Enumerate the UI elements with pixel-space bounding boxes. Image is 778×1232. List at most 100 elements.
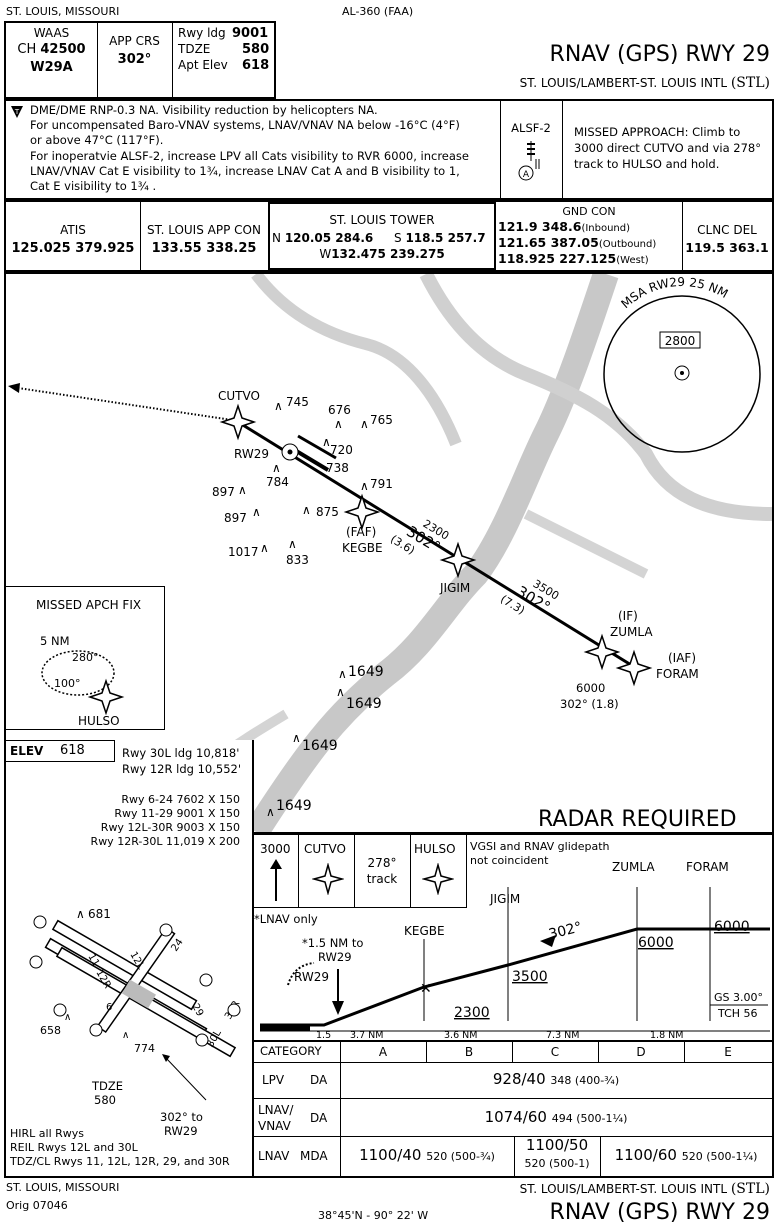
fix-kegbe: KEGBE [342,541,383,555]
obstacle: 765 [370,413,393,427]
prof-track2: track [366,872,398,886]
svg-text:∧: ∧ [336,685,345,699]
obstacle: 1017 [228,545,259,559]
atis-label: ATIS [60,223,86,237]
minima-table: CATEGORY A B C D E LPV DA 928/40 348 (40… [252,1040,774,1178]
svg-text:∧: ∧ [122,1030,129,1041]
rwy-12l-30r: Rwy 12L-30R 9003 X 150 [100,821,240,834]
svg-text:∧: ∧ [76,907,85,921]
svg-text:1.8 NM: 1.8 NM [650,1030,683,1041]
iaf-label: (IAF) [668,651,696,665]
svg-text:∧: ∧ [64,1012,71,1023]
gnd-freq-2: 121.65 387.05 [498,235,599,250]
svg-text:✕: ✕ [420,981,432,997]
elev-label: ELEV [10,744,44,758]
svg-text:∧: ∧ [252,505,261,519]
apt-elev-value: 618 [242,58,270,73]
lpv-main: 928/40 [492,1070,546,1088]
airport-name: ST. LOUIS/LAMBERT-ST. LOUIS INTL (STL) [519,75,770,91]
apt-elev-label: Apt Elev [178,58,228,72]
obstacle: 1649 [348,664,384,680]
obstacle: 1649 [276,798,312,814]
obstacle: 1649 [302,738,338,754]
up-arrow-icon [270,859,282,901]
obstacle: 745 [286,395,309,409]
svg-text:∧: ∧ [238,483,247,497]
note-line-6: Cat E visibility to 1¾ . [30,179,157,193]
obstacle: 791 [370,477,393,491]
alt-2300: 2300 [454,1005,490,1021]
rwy-ldg-value: 9001 [232,26,269,41]
obs-681: 681 [88,907,111,921]
prof-kegbe: KEGBE [404,924,445,938]
app-con-freq: 133.55 338.25 [151,241,257,256]
tch: TCH 56 [717,1007,758,1020]
tdze-value-ad: 580 [94,1093,116,1107]
svg-text:7.3 NM: 7.3 NM [546,1030,579,1041]
gnd-freq-1: 121.9 348.6 [498,219,582,234]
hold-alt: 3000 [260,842,291,856]
prof-jigim: JIGIM [489,892,520,906]
tower-n: 120.05 284.6 [284,231,374,245]
hulso-fix-icon [422,863,454,895]
svg-text:3.6 NM: 3.6 NM [444,1030,477,1041]
vgsi-1: VGSI and RNAV glidepath [470,840,610,853]
fix-zumla: ZUMLA [610,625,653,639]
cat-b: B [464,1045,474,1059]
obstacle: 784 [266,475,289,489]
lnav-ab-sub: 520 (500-¾) [426,1150,495,1163]
notes-triangle-icon: T [11,106,23,118]
prof-zumla: ZUMLA [612,860,655,874]
cat-e: E [724,1045,732,1059]
note-line-4: For inoperatvie ALSF-2, increase LPV all… [30,149,469,163]
obstacle: 738 [326,461,349,475]
prof-crs: 302° [547,919,584,943]
rwy-6-24: Rwy 6-24 7602 X 150 [121,793,240,806]
ch-label: CH [17,42,37,57]
missed-fix-out: 100° [54,677,81,690]
footer-orig: Orig 07046 [6,1199,68,1212]
crs-rw: RW29 [164,1124,198,1138]
foram-alt: 6000 [576,681,605,695]
footer-coords: 38°45'N - 90° 22' W [318,1209,429,1222]
missed-fix-title: MISSED APCH FIX [36,598,142,612]
svg-text:∧: ∧ [266,805,275,819]
obs-658: 658 [40,1024,61,1037]
lnav-c-main: 1100/50 [525,1136,589,1154]
rwy-12r-30l: Rwy 12R-30L 11,019 X 200 [90,835,240,848]
lnav-vnav-sub: 494 (500-1¼) [551,1112,628,1125]
svg-text:∧: ∧ [338,667,347,681]
gnd-freq-3: 118.925 227.125 [498,251,617,266]
elev-value: 618 [60,743,85,758]
crs-to: 302° to [160,1110,203,1124]
airport-diagram: ELEV 618 Rwy 30L ldg 10,818' Rwy 12R ldg… [4,740,254,1178]
prof-rw29: RW29 [294,970,329,984]
msa-alt: 2800 [665,334,696,348]
lnav-de-main: 1100/60 [614,1146,677,1164]
procedure-title: RNAV (GPS) RWY 29 [549,42,770,67]
lnav-only: *LNAV only [254,912,318,926]
footer-location: ST. LOUIS, MISSOURI [6,1181,120,1194]
missed-fix-dist: 5 NM [40,634,70,648]
tower-s: 118.5 257.7 [405,231,486,245]
alt-6000b: 6000 [714,919,750,935]
svg-text:1.5: 1.5 [316,1030,331,1041]
ldg-30l: Rwy 30L ldg 10,818' [122,746,240,760]
missed-approach-2: 3000 direct CUTVO and via 278° [574,141,761,155]
svg-text:T: T [14,108,20,116]
to-rw-1: *1.5 NM to [302,936,363,950]
gnd-label: GND CON [562,205,616,218]
missed-fix-inset: MISSED APCH FIX 5 NM 280° 100° HULSO [6,586,165,730]
waas-label: WAAS [33,26,70,40]
clnc-label: CLNC DEL [697,223,757,237]
note-line-2: For uncompensated Baro-VNAV systems, LNA… [30,118,460,132]
obstacle: 676 [328,403,351,417]
lnav-row: LNAV MDA 1100/40 520 (500-¾) 1100/50 520… [254,1136,772,1176]
note-line-1: DME/DME RNP-0.3 NA. Visibility reduction… [30,103,378,117]
missed-approach-1: MISSED APPROACH: Climb to [574,125,741,139]
tower-w: 132.475 239.275 [331,247,445,261]
svg-text:∧: ∧ [274,399,283,413]
footer-title: RNAV (GPS) RWY 29 [549,1200,770,1225]
vgsi-2: not coincident [470,854,549,867]
prof-track: 278° [367,856,397,870]
